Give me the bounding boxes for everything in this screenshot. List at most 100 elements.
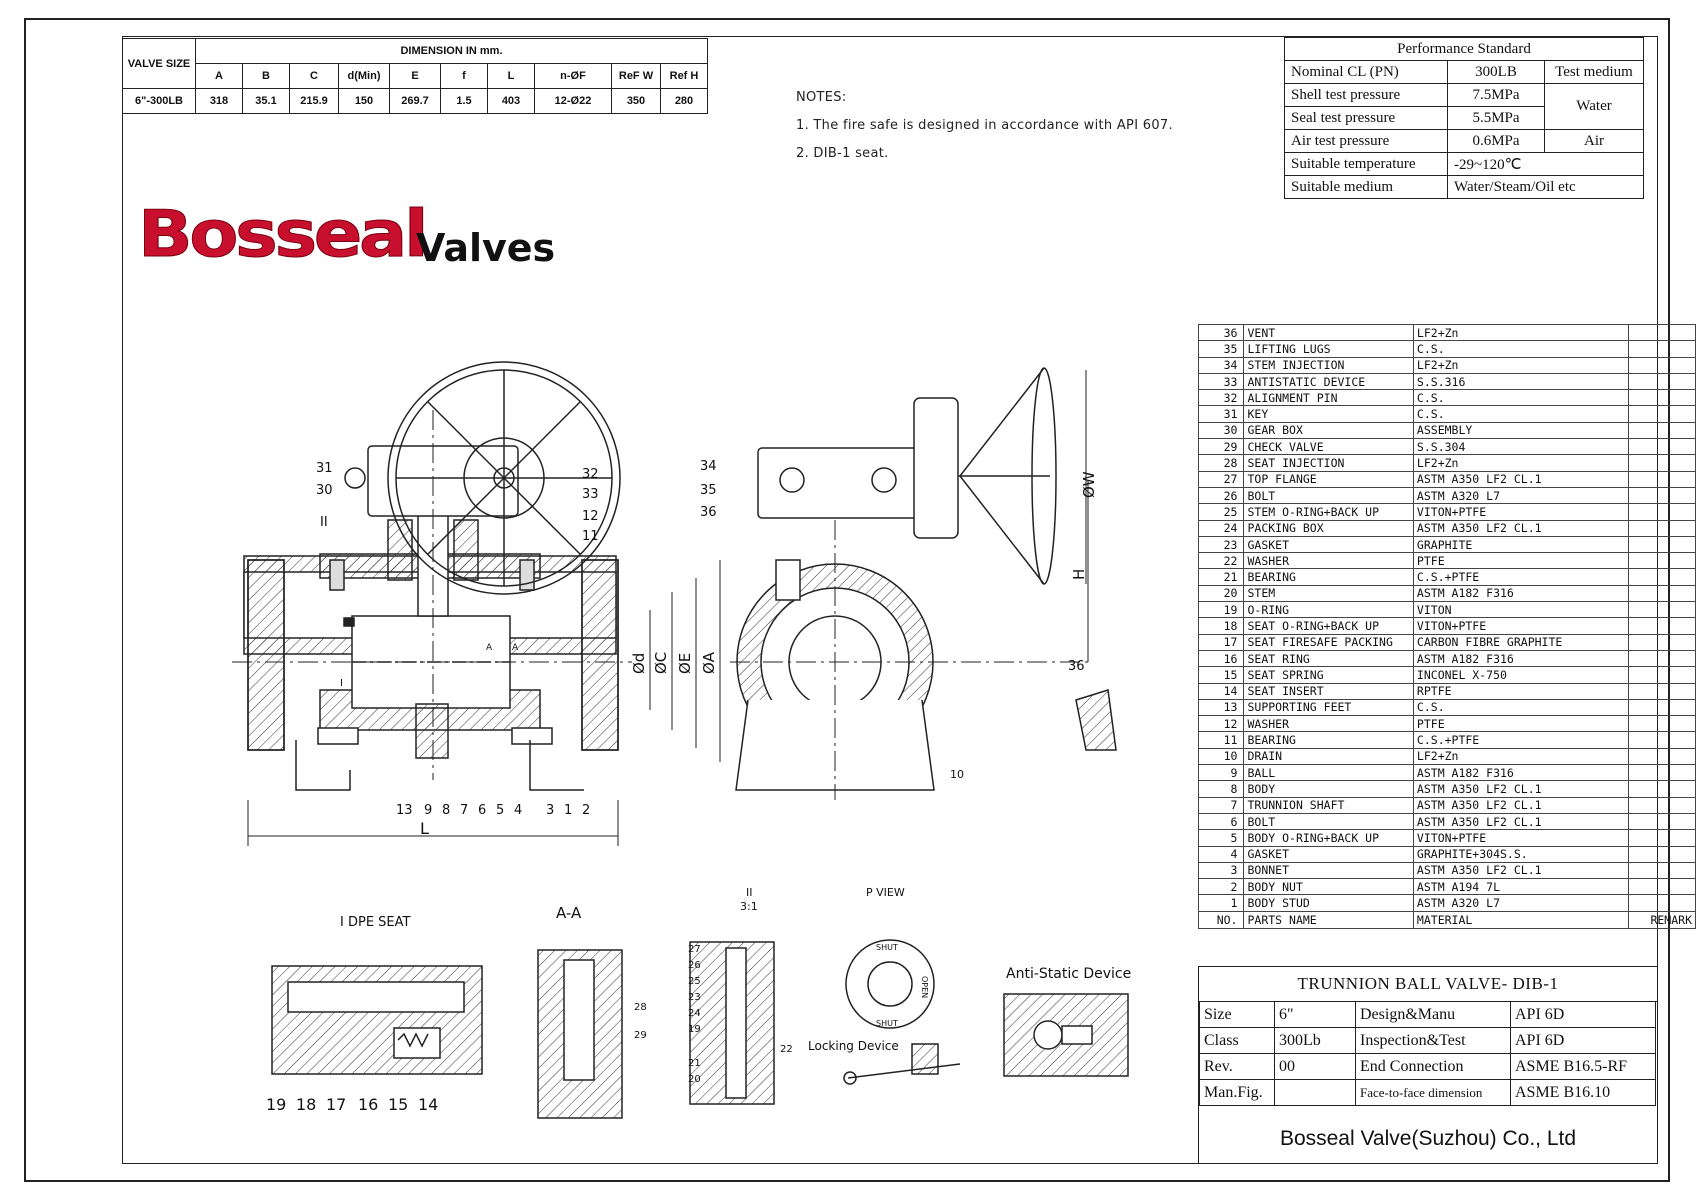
value-cell: 12-Ø22 <box>534 88 612 114</box>
detail-title-aa: A-A <box>556 904 582 922</box>
pview-mark: OPEN <box>920 976 929 998</box>
tb-value: ASME B16.10 <box>1510 1079 1656 1106</box>
parts-cell: TRUNNION SHAFT <box>1243 796 1414 814</box>
callout: 22 <box>780 1044 793 1055</box>
callout: 31 <box>316 461 333 476</box>
performance-title: Performance Standard <box>1284 37 1644 61</box>
notes-title: NOTES: <box>796 90 847 105</box>
perf-value: -29~120℃ <box>1447 152 1644 176</box>
dim-h: H <box>1070 569 1088 580</box>
logo-brand: Bosseal <box>137 198 429 273</box>
tb-value: ASME B16.5-RF <box>1510 1053 1656 1080</box>
parts-cell: ASTM A194 7L <box>1412 878 1630 896</box>
parts-header-cell: NO. <box>1197 910 1245 929</box>
perf-label: Nominal CL (PN) <box>1284 60 1448 84</box>
parts-cell: C.S. <box>1412 405 1630 423</box>
callout: 36 <box>700 505 717 520</box>
detail-scale: 3:1 <box>740 900 758 913</box>
dim-e: ØE <box>676 653 694 674</box>
parts-cell: SEAT RING <box>1243 649 1414 668</box>
perf-medium: Water <box>1544 83 1644 130</box>
parts-cell: 32 <box>1197 389 1245 407</box>
callout: 7 <box>460 803 468 818</box>
company-name: Bosseal Valve(Suzhou) Co., Ltd <box>1279 1127 1577 1150</box>
callout: 19 <box>688 1024 701 1035</box>
parts-cell: 20 <box>1197 584 1245 603</box>
callout: 33 <box>582 487 599 502</box>
dim-l: L <box>420 819 429 838</box>
perf-label: Test medium <box>1544 60 1644 84</box>
callout: 19 <box>266 1095 286 1114</box>
value-cell: 280 <box>660 88 708 114</box>
col-header: Ref H <box>660 63 708 89</box>
tb-label: Face-to-face dimension <box>1355 1079 1511 1106</box>
value-cell: 150 <box>338 88 390 114</box>
tb-value: API 6D <box>1510 1027 1656 1054</box>
parts-cell: BODY STUD <box>1243 894 1414 912</box>
parts-cell: STEM INJECTION <box>1243 356 1414 374</box>
callout: 10 <box>950 768 964 781</box>
parts-cell: ASTM A350 LF2 CL.1 <box>1412 796 1630 814</box>
col-header: E <box>389 63 441 89</box>
callout: 21 <box>688 1058 701 1069</box>
tb-value: 300Lb <box>1274 1027 1356 1054</box>
parts-header-cell: PARTS NAME <box>1243 910 1414 929</box>
parts-cell: ASTM A320 L7 <box>1412 894 1630 912</box>
parts-cell: 19 <box>1197 601 1245 619</box>
dimension-header: DIMENSION IN mm. <box>195 38 708 64</box>
parts-cell: S.S.316 <box>1412 372 1630 391</box>
callout: 1 <box>564 803 572 818</box>
perf-label: Suitable medium <box>1284 175 1448 199</box>
callout: 18 <box>296 1095 316 1114</box>
tb-label: Rev. <box>1199 1053 1275 1080</box>
callout: 36 <box>1068 659 1085 674</box>
dim-c: ØC <box>652 652 670 674</box>
front-view <box>232 361 721 846</box>
valve-size-header: VALVE SIZE <box>122 38 196 89</box>
value-cell: 215.9 <box>289 88 339 114</box>
value-cell: 350 <box>611 88 661 114</box>
parts-cell: LF2+Zn <box>1412 747 1630 766</box>
parts-cell: SUPPORTING FEET <box>1243 698 1414 717</box>
tb-label: Inspection&Test <box>1355 1027 1511 1054</box>
callout: 23 <box>688 992 701 1003</box>
parts-header-cell: REMARK <box>1628 910 1696 929</box>
parts-cell: 1 <box>1197 894 1245 912</box>
parts-cell: LF2+Zn <box>1412 356 1630 374</box>
value-cell: 318 <box>195 88 243 114</box>
parts-cell: BALL <box>1243 764 1414 782</box>
dim-a: ØA <box>700 651 718 674</box>
title-block: TRUNNION BALL VALVE- DIB-1 Size 6" Desig… <box>1198 966 1658 1164</box>
callout: 25 <box>688 976 701 987</box>
parts-header-cell: MATERIAL <box>1412 910 1630 929</box>
front-callouts: 31 30 II 32 33 12 11 13 9 8 7 6 5 4 3 1 … <box>316 461 718 838</box>
perf-label: Air test pressure <box>1284 129 1448 153</box>
detail-title-antistatic: Anti-Static Device <box>1006 966 1131 982</box>
parts-cell: ASTM A320 L7 <box>1412 486 1630 505</box>
dim-d: Ød <box>630 653 648 674</box>
section-mark: I <box>340 678 343 689</box>
callout: 32 <box>582 467 599 482</box>
callout: 16 <box>358 1095 378 1114</box>
section-mark: A <box>486 643 493 653</box>
callout: 12 <box>582 509 599 524</box>
callout: 30 <box>316 483 333 498</box>
callout: 28 <box>634 1002 647 1013</box>
